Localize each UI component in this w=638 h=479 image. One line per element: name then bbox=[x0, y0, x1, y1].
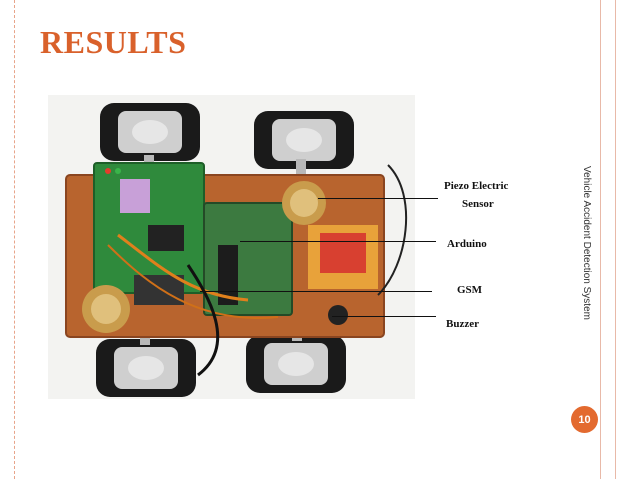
pointer-buzzer bbox=[332, 316, 436, 317]
left-dashed-border bbox=[14, 0, 16, 479]
label-piezo-line1: Piezo Electric bbox=[444, 180, 509, 192]
wheel-top-right bbox=[254, 111, 354, 169]
right-decorative-band bbox=[600, 0, 616, 479]
vehicle-illustration bbox=[48, 95, 415, 399]
page-number-badge: 10 bbox=[571, 406, 598, 433]
pointer-piezo bbox=[318, 198, 438, 199]
slide-title: RESULTS bbox=[40, 24, 187, 60]
pointer-gsm bbox=[200, 291, 432, 292]
label-buzzer: Buzzer bbox=[446, 318, 479, 330]
wheel-top-left bbox=[100, 103, 200, 161]
wheel-bottom-right bbox=[246, 335, 346, 393]
pointer-arduino bbox=[240, 241, 436, 242]
wheel-bottom-left bbox=[96, 339, 196, 397]
label-arduino: Arduino bbox=[447, 238, 487, 250]
side-caption: Vehicle Accident Detection System bbox=[581, 166, 592, 320]
label-piezo-line2: Sensor bbox=[462, 198, 494, 210]
label-gsm: GSM bbox=[457, 284, 483, 296]
vehicle-photo bbox=[48, 95, 415, 399]
